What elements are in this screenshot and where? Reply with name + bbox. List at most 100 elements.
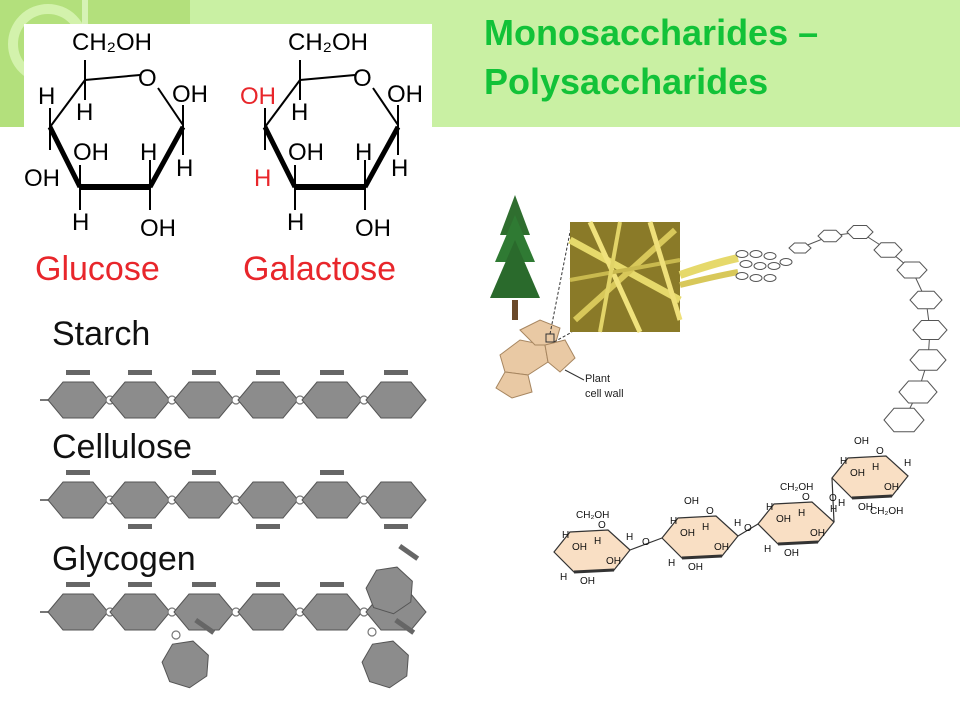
cellulose-atom-label: OH	[680, 528, 695, 539]
cell-wall-label: cell wall	[585, 388, 624, 400]
cellulose-chain-side-group	[320, 470, 344, 475]
glycogen-branch-side-group	[194, 618, 216, 635]
cellulose-atom-label: H	[764, 544, 771, 555]
glycogen-branch-side-group	[394, 618, 416, 635]
cellulose-atom-label: OH	[572, 542, 587, 553]
microfibril-unit	[763, 274, 777, 282]
starch-chain-side-group	[256, 370, 280, 375]
glycogen-branch-monomer	[161, 640, 209, 689]
cellulose-chain-monomer	[109, 481, 171, 519]
glycogen-chain-monomer	[47, 593, 109, 631]
glucose-ring-oxygen: O	[138, 65, 157, 92]
cellulose-strand-unit	[909, 290, 943, 310]
title-line-2: Polysaccharides	[484, 61, 769, 102]
cellulose-ring-oxygen: O	[706, 506, 714, 517]
cellulose-atom-label: OH	[714, 542, 729, 553]
cellulose-ring-oxygen: O	[876, 446, 884, 457]
galactose-h-bottom: H	[287, 209, 304, 236]
glucose-oh-c4: OH	[24, 165, 60, 192]
cellulose-strand-unit	[817, 229, 843, 243]
galactose-oh-c1: OH	[387, 81, 423, 108]
cellulose-atom-label: H	[702, 522, 709, 533]
cellulose-strand-unit	[846, 225, 874, 239]
glucose-h-c2: H	[140, 139, 157, 166]
galactose-structure	[262, 60, 401, 210]
cellulose-glycosidic-o: O	[744, 523, 752, 534]
cellulose-atom-label: OH	[580, 576, 595, 587]
cellulose-chain-side-group	[256, 524, 280, 529]
cellulose-strand-unit	[883, 407, 925, 433]
glucose-oh-c3: OH	[73, 139, 109, 166]
cellulose-atom-label: H	[594, 536, 601, 547]
glucose-oh-c1: OH	[172, 81, 208, 108]
starch-chain-monomer	[365, 381, 427, 419]
glycogen-chain-monomer	[109, 593, 171, 631]
glucose-ch2oh: CH₂OH	[72, 29, 152, 56]
starch-chain-monomer	[301, 381, 363, 419]
microfibril-unit	[779, 258, 793, 266]
cellulose-strand-unit	[898, 380, 938, 404]
cellulose-glycosidic-o: O	[829, 493, 837, 504]
glycogen-branch-link	[367, 627, 377, 637]
cellulose-ch2oh-label: CH₂OH	[870, 506, 903, 517]
cellulose-atom-label: OH	[850, 468, 865, 479]
microfibril-unit	[735, 250, 749, 258]
galactose-h-c4: H	[254, 165, 271, 192]
cellulose-strand-unit	[788, 242, 812, 254]
galactose-h-c2: H	[355, 139, 372, 166]
glucose-h-c1: H	[176, 155, 193, 182]
pine-tree-icon	[490, 195, 540, 320]
cellulose-strand-unit	[912, 320, 948, 340]
microfibril-unit	[749, 250, 763, 258]
glycogen-chain-side-group	[256, 582, 280, 587]
cellulose-atom-label: H	[626, 532, 633, 543]
glycogen-branch-monomer	[361, 640, 409, 689]
starch-chain-side-group	[320, 370, 344, 375]
galactose-label: Galactose	[243, 250, 396, 288]
cellulose-atom-label: H	[670, 516, 677, 527]
left-panel	[24, 24, 432, 688]
starch-chain-side-group	[128, 370, 152, 375]
galactose-h-c5: H	[291, 99, 308, 126]
cellulose-glycosidic-o: O	[642, 537, 650, 548]
glucose-label: Glucose	[35, 250, 160, 288]
cellulose-chain-side-group	[128, 524, 152, 529]
cellulose-chain-monomer	[301, 481, 363, 519]
glycogen-chain-side-group	[128, 582, 152, 587]
glucose-h-c5: H	[76, 99, 93, 126]
starch-chain-monomer	[237, 381, 299, 419]
microfibril-unit	[735, 272, 749, 280]
starch-chain-monomer	[173, 381, 235, 419]
cellulose-chain-monomer	[173, 481, 235, 519]
cellulose-atom-label: CH₂OH	[576, 510, 609, 521]
starch-label: Starch	[52, 315, 150, 353]
cellulose-chain-side-group	[66, 470, 90, 475]
galactose-h-c1: H	[391, 155, 408, 182]
cellulose-chain-monomer	[47, 481, 109, 519]
glycogen-branch-link	[171, 630, 181, 640]
glycogen-chain-side-group	[192, 582, 216, 587]
starch-chain-monomer	[109, 381, 171, 419]
glycogen-chain	[40, 544, 427, 689]
cellulose-ring-oxygen: O	[802, 492, 810, 503]
cellulose-strand-unit	[909, 349, 947, 371]
plant-cell-wall-icon	[495, 319, 576, 399]
glucose-oh-c2: OH	[140, 215, 176, 242]
cellulose-atom-label: OH	[684, 496, 699, 507]
title-line-1: Monosaccharides –	[484, 12, 819, 53]
microfibril-unit	[739, 260, 753, 268]
cellulose-atom-label: OH	[884, 482, 899, 493]
galactose-oh-c4-top: OH	[240, 83, 276, 110]
cellulose-atom-label: H	[904, 458, 911, 469]
microfibril-unit	[753, 262, 767, 270]
cellulose-chain-side-group	[384, 524, 408, 529]
cellulose-strand	[788, 225, 948, 433]
starch-chain	[40, 370, 427, 419]
fiber-micrograph	[568, 220, 683, 334]
galactose-oh-c3: OH	[288, 139, 324, 166]
cellulose-atom-label: H	[560, 572, 567, 583]
cellulose-chain-side-group	[192, 470, 216, 475]
microfibril-unit	[767, 262, 781, 270]
cellulose-atom-label: OH	[858, 502, 873, 513]
